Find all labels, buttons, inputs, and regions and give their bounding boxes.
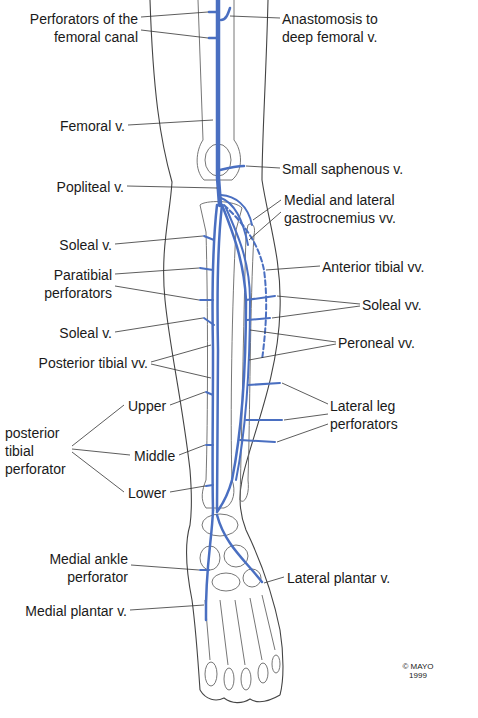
veins — [200, 0, 282, 620]
anatomy-label: Small saphenous v. — [282, 160, 432, 178]
copyright-note: © MAYO 1999 — [400, 662, 436, 680]
anatomy-label: Lateral plantar v. — [287, 569, 427, 587]
leg-outline — [150, 0, 283, 703]
anatomy-label: Soleal vv. — [362, 296, 462, 314]
anatomy-label: Upper — [128, 397, 178, 415]
anatomy-label: Femoral v. — [35, 117, 125, 135]
anatomy-label: Medial and lateral gastrocnemius vv. — [284, 191, 414, 227]
anatomy-label: Lateral leg perforators — [330, 397, 420, 433]
anatomy-label: Anastomosis to deep femoral v. — [282, 10, 400, 46]
anatomy-label: posterior tibial perforator — [5, 424, 75, 478]
anatomy-label: Soleal v. — [32, 324, 112, 342]
anatomy-label: Medial ankle perforator — [40, 550, 128, 586]
anatomy-label: Popliteal v. — [24, 178, 124, 196]
leader-lines — [72, 12, 360, 610]
anatomy-label: Posterior tibial vv. — [8, 354, 148, 372]
anatomy-label: Middle — [134, 447, 184, 465]
anatomy-label: Peroneal vv. — [338, 334, 458, 352]
anatomy-label: Lower — [128, 484, 173, 502]
anatomy-label: Medial plantar v. — [7, 602, 127, 620]
anatomy-label: Soleal v. — [32, 236, 112, 254]
anatomy-label: Paratibial perforators — [32, 266, 112, 302]
anatomy-label: Perforators of the femoral canal — [13, 10, 138, 46]
anatomy-label: Anterior tibial vv. — [322, 258, 462, 276]
